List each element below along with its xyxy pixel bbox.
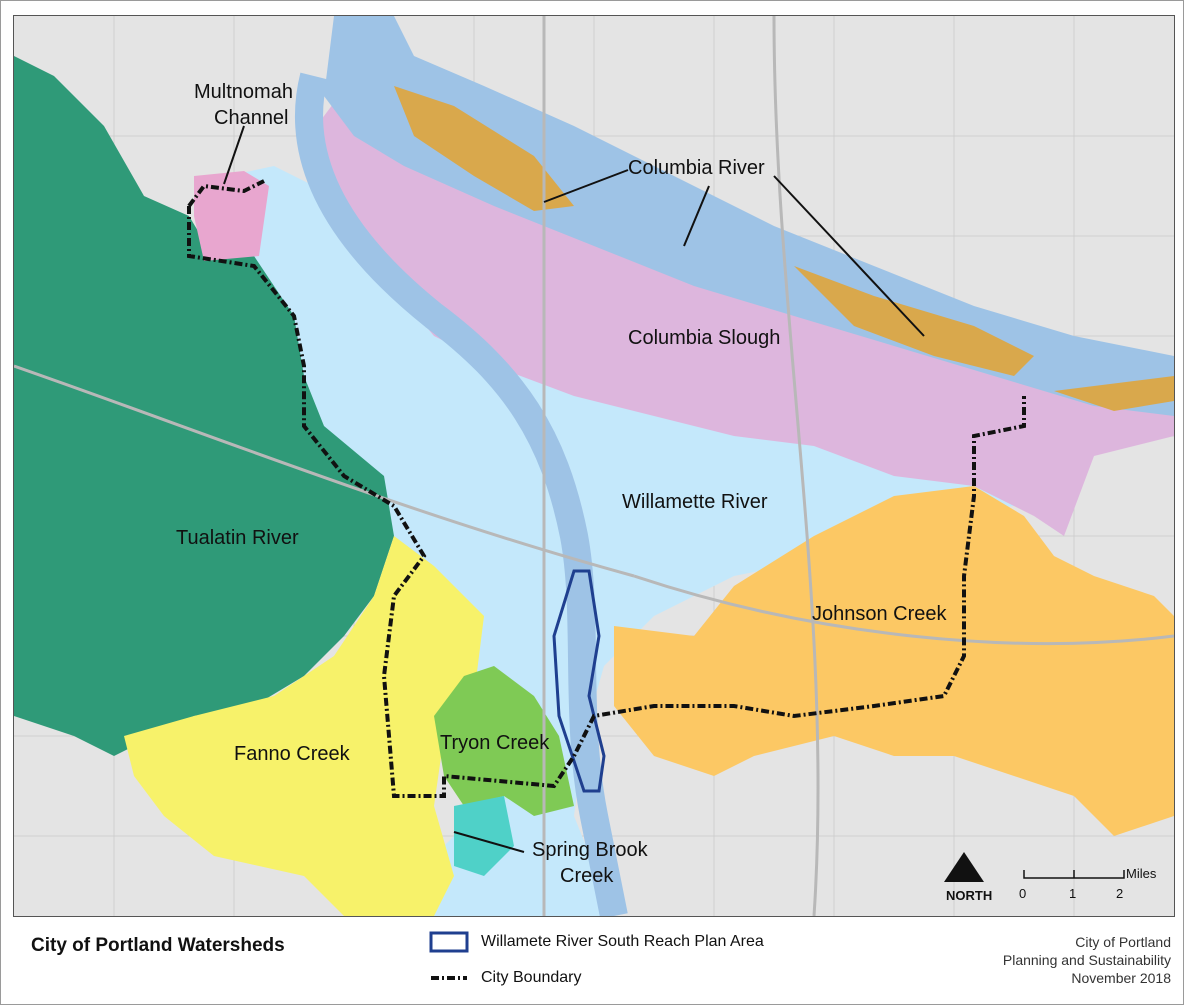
city-boundary-north — [187, 179, 265, 208]
highways — [14, 16, 1174, 916]
map-credit: City of Portland Planning and Sustainabi… — [1003, 933, 1171, 987]
johnson-creek-watershed — [614, 486, 1174, 836]
spring-brook-watershed — [454, 796, 514, 876]
plan-area-outline — [552, 569, 606, 793]
columbia-islands-far — [1054, 376, 1174, 411]
label-willamette-river: Willamette River — [622, 491, 768, 513]
label-columbia-slough: Columbia Slough — [628, 327, 780, 349]
scale-tick-2: 2 — [1116, 886, 1123, 901]
label-multnomah-1: Multnomah — [194, 81, 293, 103]
label-fanno-creek: Fanno Creek — [234, 743, 351, 765]
scale-tick-0: 0 — [1019, 886, 1026, 901]
tualatin-watershed — [14, 56, 394, 756]
label-tryon-creek: Tryon Creek — [440, 732, 550, 754]
scale-unit: Miles — [1126, 866, 1157, 881]
plan-area-swatch — [429, 931, 469, 953]
legend-plan-area-label: Willamete River South Reach Plan Area — [481, 933, 764, 950]
scale-bar — [1023, 870, 1125, 879]
label-tualatin-river: Tualatin River — [176, 527, 299, 549]
label-leaders — [223, 125, 925, 853]
label-multnomah-2: Channel — [214, 107, 289, 129]
label-johnson-creek: Johnson Creek — [812, 603, 948, 625]
columbia-islands-east — [794, 266, 1034, 376]
map-footer: City of Portland Watersheds Willamete Ri… — [1, 919, 1184, 1006]
willamette-river — [295, 72, 628, 916]
scale-tick-1: 1 — [1069, 886, 1076, 901]
credit-line-3: November 2018 — [1071, 970, 1171, 986]
label-columbia-river: Columbia River — [628, 157, 765, 179]
willamette-watershed — [204, 166, 1064, 916]
city-boundary — [187, 206, 1026, 798]
watershed-map[interactable]: Multnomah Channel Columbia River Columbi… — [13, 15, 1175, 917]
legend-city-boundary-label: City Boundary — [481, 969, 582, 986]
label-spring-brook-1: Spring Brook — [532, 839, 649, 861]
north-label: NORTH — [946, 888, 992, 903]
legend-plan-area: Willamete River South Reach Plan Area — [429, 931, 764, 953]
fanno-creek-watershed — [124, 536, 484, 916]
legend-city-boundary: City Boundary — [429, 969, 582, 987]
credit-line-2: Planning and Sustainability — [1002, 952, 1171, 968]
credit-line-1: City of Portland — [1075, 934, 1171, 950]
city-boundary-swatch — [431, 976, 467, 980]
north-arrow-icon — [944, 852, 984, 882]
columbia-river — [324, 16, 1174, 416]
columbia-islands — [394, 86, 574, 211]
multnomah-channel-area — [194, 171, 269, 261]
map-title: City of Portland Watersheds — [31, 935, 285, 956]
label-spring-brook-2: Creek — [560, 865, 614, 887]
